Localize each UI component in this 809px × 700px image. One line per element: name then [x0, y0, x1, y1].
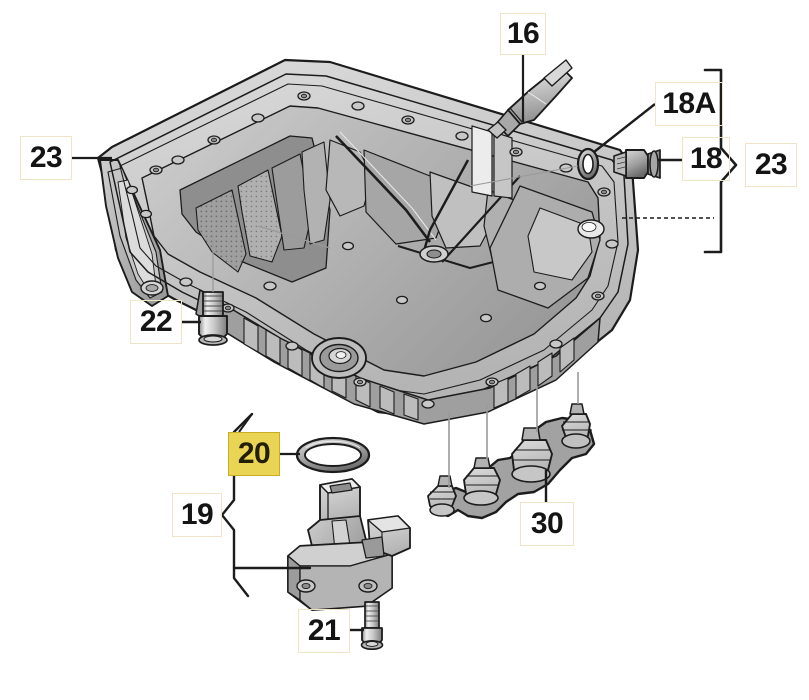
callout-23-right-label: 23	[754, 148, 788, 181]
bracket-23-right	[703, 68, 738, 254]
callout-20[interactable]: 20	[228, 432, 280, 476]
callout-30[interactable]: 30	[520, 502, 574, 546]
callout-20-label: 20	[237, 437, 271, 470]
callout-19[interactable]: 19	[172, 493, 222, 537]
part-22-hex-flange-bolt	[198, 291, 228, 346]
callout-22-label: 22	[139, 305, 173, 338]
part-18a-sealing-ring	[576, 147, 600, 181]
part-21-sensor-mounting-bolt	[360, 601, 384, 650]
leader-lines	[72, 55, 714, 632]
callout-23-left-label: 23	[29, 141, 63, 174]
callout-18-label: 18	[689, 142, 723, 175]
callout-22[interactable]: 22	[130, 300, 182, 344]
part-18-drain-plug-bolt	[613, 149, 661, 179]
callout-19-label: 19	[180, 498, 214, 531]
part-19-oil-level-sensor	[287, 478, 411, 611]
callout-21-label: 21	[307, 614, 341, 647]
callout-16[interactable]: 16	[500, 13, 546, 55]
callout-23-right[interactable]: 23	[745, 143, 797, 187]
callout-16-label: 16	[506, 17, 540, 50]
callout-30-label: 30	[530, 507, 564, 540]
oil-pan-body	[96, 58, 640, 425]
leader-18a	[593, 103, 656, 153]
callout-18[interactable]: 18	[682, 137, 730, 181]
part-30-wiring-harness	[427, 403, 596, 520]
callout-18a[interactable]: 18A	[655, 82, 723, 126]
callout-18a-label: 18A	[662, 87, 716, 120]
callout-21[interactable]: 21	[298, 609, 350, 653]
callout-23-left[interactable]: 23	[20, 136, 72, 180]
part-20-o-ring-seal	[295, 436, 371, 474]
